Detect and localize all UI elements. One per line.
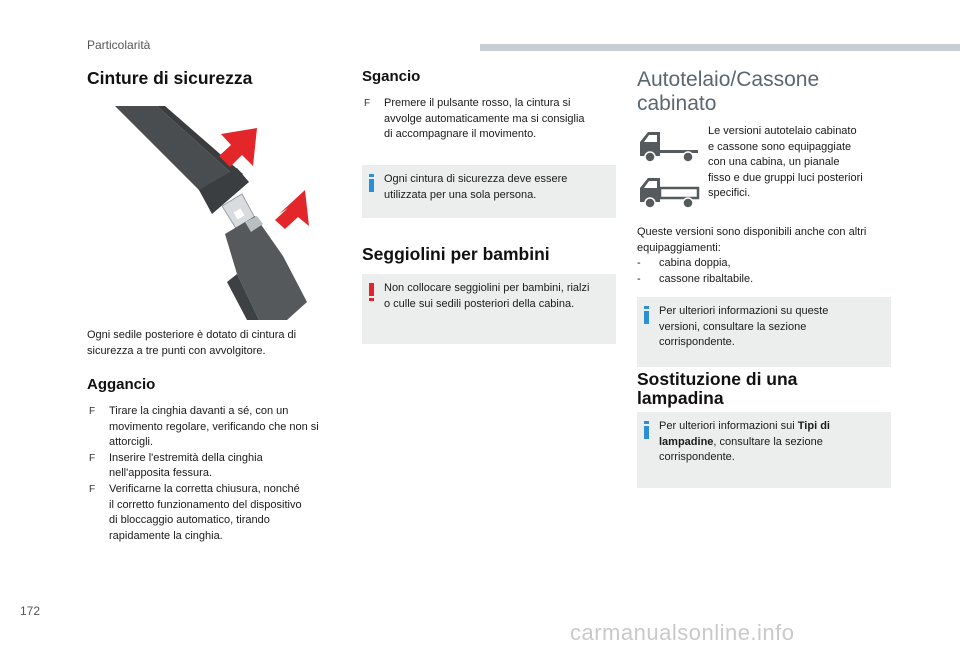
arrow-icon bbox=[219, 128, 257, 167]
info-note-one-person: Ogni cintura di sicurezza deve essere ut… bbox=[362, 165, 616, 218]
watermark: carmanualsonline.info bbox=[570, 620, 795, 645]
dropside-truck-icon bbox=[638, 174, 702, 210]
warning-icon bbox=[369, 283, 374, 301]
info-icon bbox=[369, 174, 374, 192]
chassis-cab-title: Autotelaio/Cassone cabinato bbox=[637, 68, 820, 115]
seat-belts-title: Cinture di sicurezza bbox=[87, 68, 253, 88]
fastening-title: Aggancio bbox=[87, 376, 156, 393]
fastening-steps: F Tirare la cinghia davanti a sé, con un… bbox=[87, 404, 347, 544]
warning-note-child-seats: Non collocare seggiolini per bambini, ri… bbox=[362, 274, 616, 344]
info-note-versions: Per ulteriori informazioni su queste ver… bbox=[637, 297, 891, 367]
child-seats-title: Seggiolini per bambini bbox=[362, 244, 550, 264]
arrow-icon bbox=[275, 190, 309, 229]
chassis-cab-description: Le versioni autotelaio cabinato e casson… bbox=[708, 125, 863, 200]
versions-text: Queste versioni sono disponibili anche c… bbox=[637, 225, 897, 287]
info-note-bulbs: Per ulteriori informazioni sui Tipi di l… bbox=[637, 412, 891, 488]
page-number: 172 bbox=[20, 604, 41, 618]
info-icon bbox=[644, 421, 649, 439]
seat-belt-illustration bbox=[87, 106, 317, 320]
bulb-types-link: Tipi di bbox=[797, 420, 830, 432]
bulb-replacement-title: Sostituzione di una lampadina bbox=[637, 369, 798, 408]
running-header: Particolarità bbox=[87, 38, 151, 52]
list-item: F Inserire l'estremità della cinghia nel… bbox=[89, 451, 263, 480]
list-item: F Tirare la cinghia davanti a sé, con un… bbox=[89, 405, 319, 449]
list-item: - cabina doppia, bbox=[637, 257, 731, 270]
header-bar bbox=[480, 44, 960, 51]
list-item: F Verificarne la corretta chiusura, nonc… bbox=[89, 482, 302, 542]
list-item: F Premere il pulsante rosso, la cintura … bbox=[364, 97, 585, 141]
list-item: - cassone ribaltabile. bbox=[637, 272, 754, 285]
chassis-cab-truck-icon bbox=[638, 128, 702, 164]
seat-belt-intro: Ogni sedile posteriore è dotato di cintu… bbox=[87, 329, 297, 357]
release-steps: F Premere il pulsante rosso, la cintura … bbox=[362, 96, 617, 143]
release-title: Sgancio bbox=[362, 68, 421, 85]
info-icon bbox=[644, 306, 649, 324]
seat-belt-buckle-icon bbox=[115, 106, 309, 320]
